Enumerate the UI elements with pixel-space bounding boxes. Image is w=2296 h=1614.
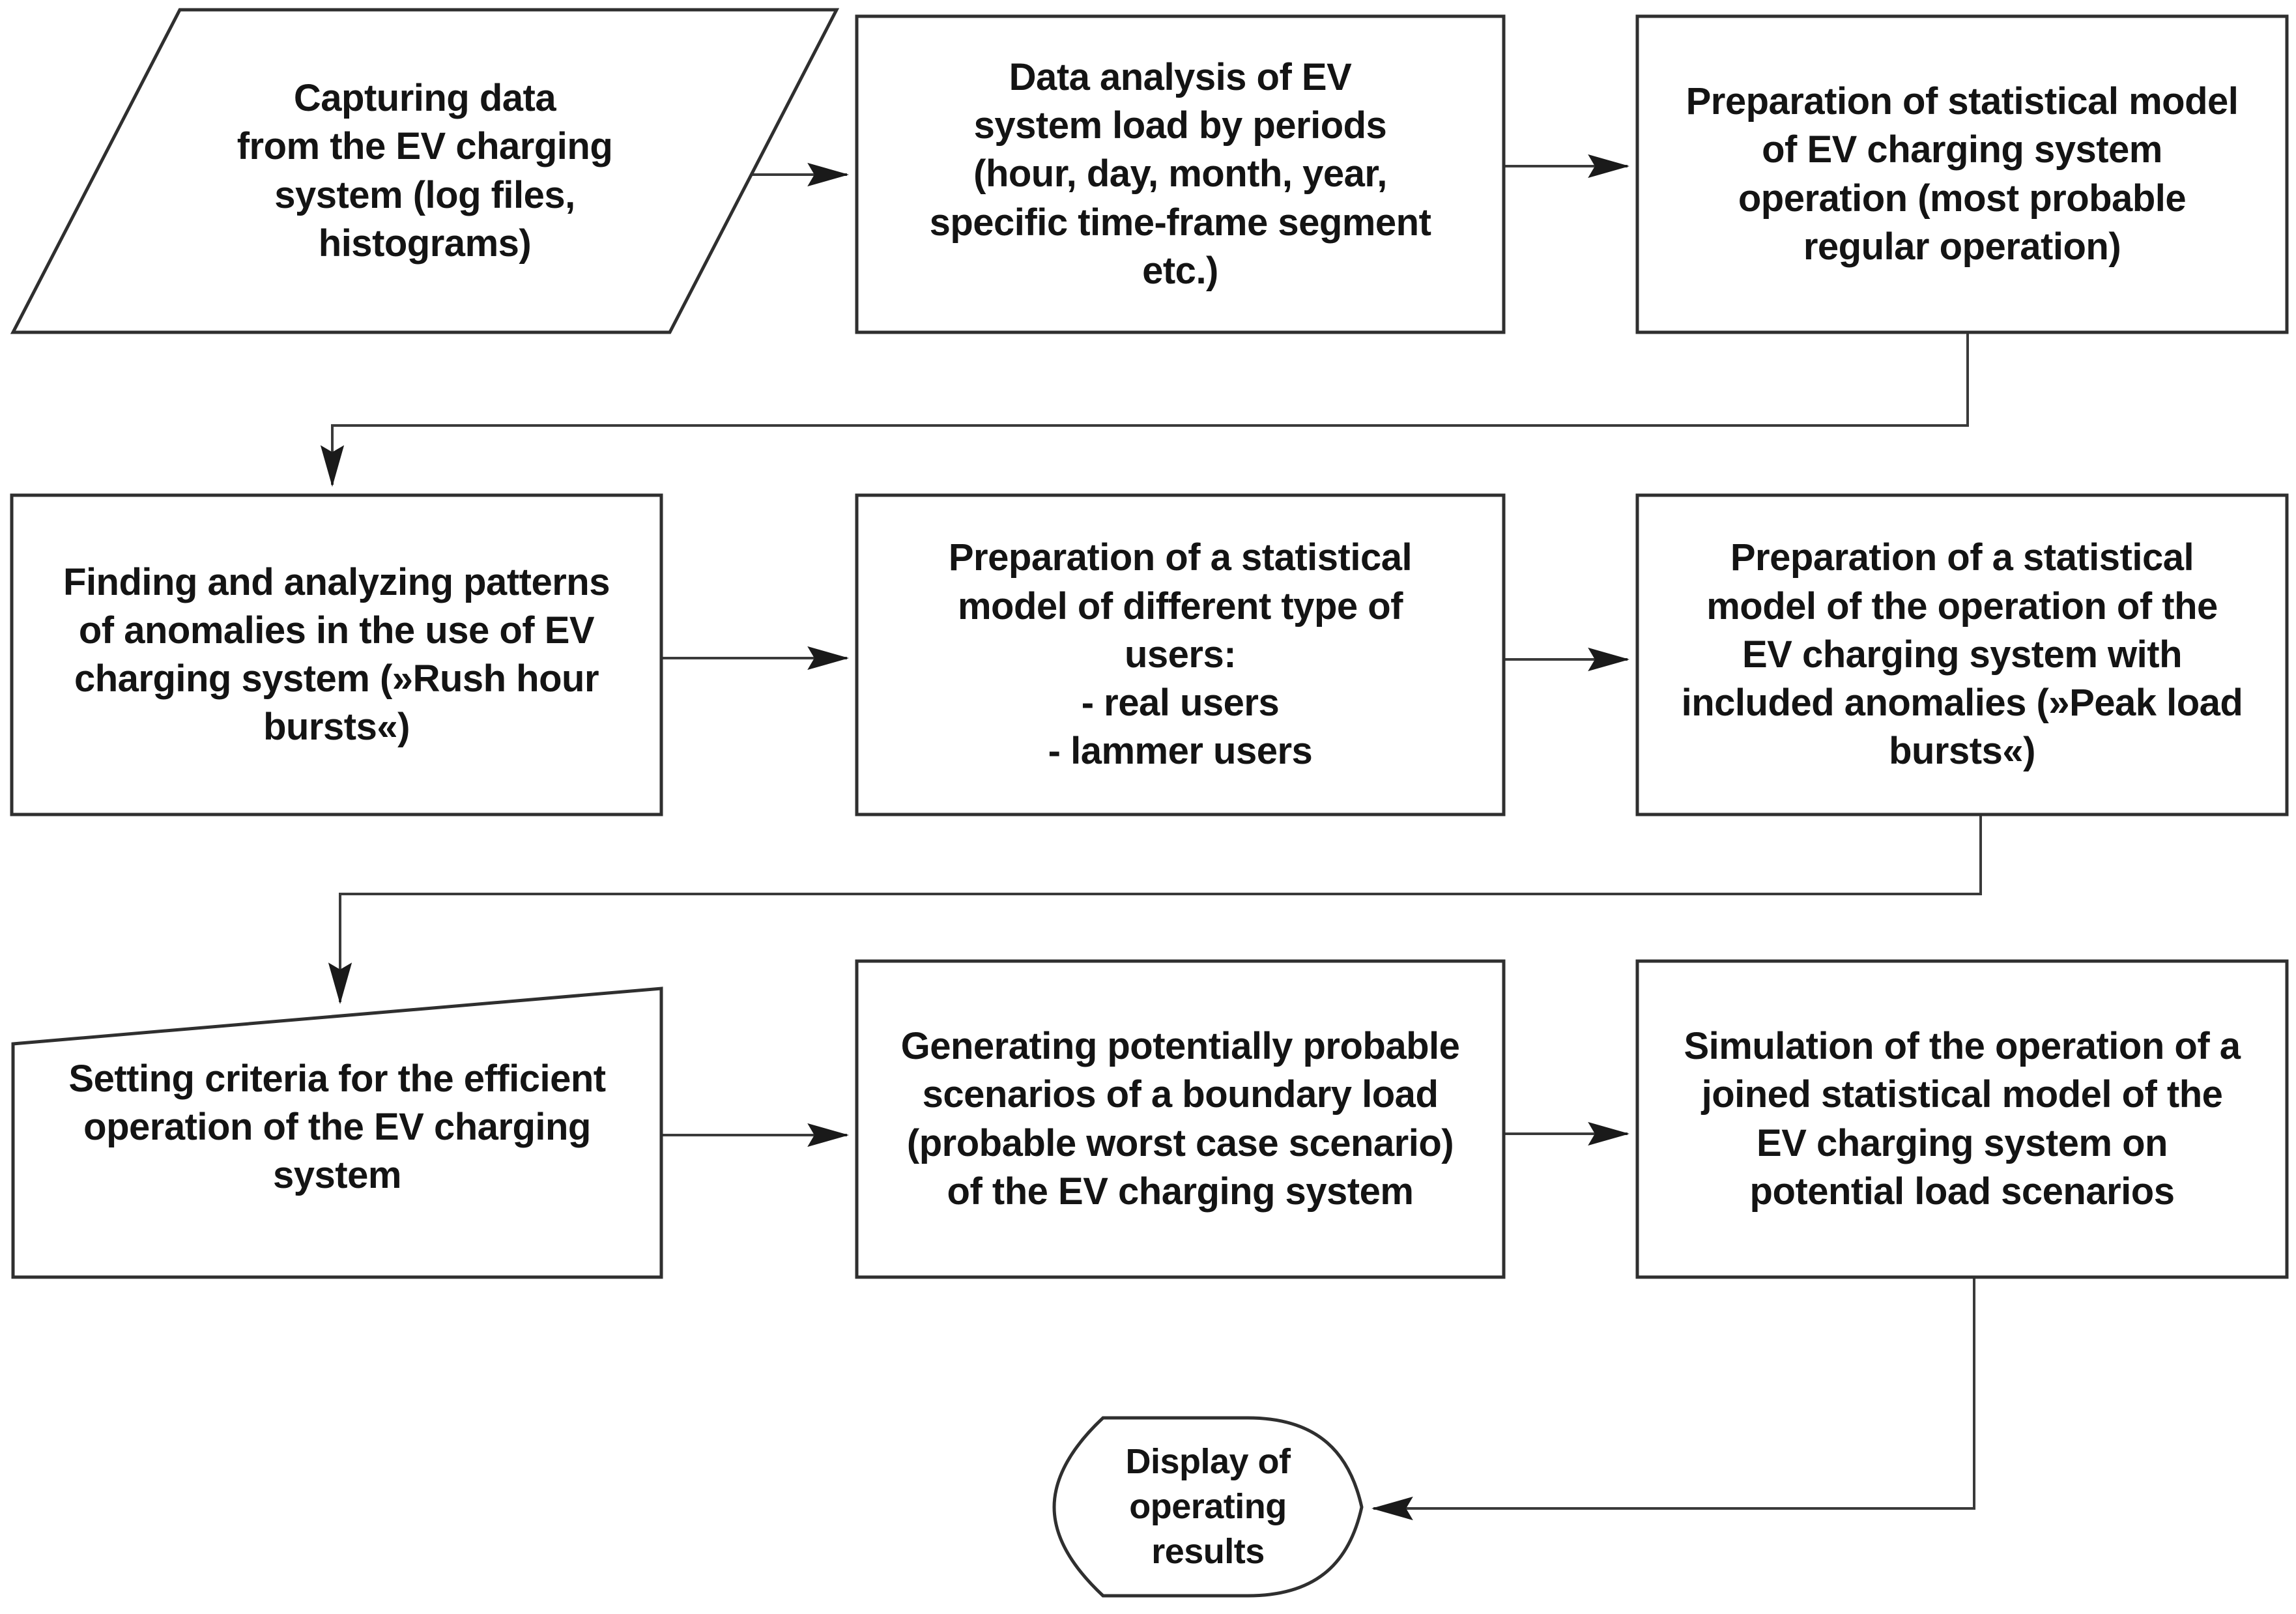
data-analysis-shape <box>855 14 1506 334</box>
simulation-shape <box>1635 959 2289 1279</box>
stat-model-regular-label: Preparation of statistical model of EV c… <box>1686 80 2239 268</box>
anomaly-model-shape <box>1635 493 2289 816</box>
display-results-shape <box>1052 1416 1364 1598</box>
edge-anomalymodel-to-criteria <box>328 816 1982 1005</box>
efficiency-criteria-shape <box>11 987 663 1279</box>
efficiency-criteria-label: Setting criteria for the efficient opera… <box>68 1057 606 1197</box>
edge-simulation-to-display <box>1371 1278 1975 1521</box>
capture-data-shape <box>10 8 840 334</box>
boundary-scenarios-label: Generating potentially probable scenario… <box>900 1025 1460 1213</box>
anomaly-patterns-shape <box>10 493 663 816</box>
anomaly-patterns-label: Finding and analyzing patterns of anomal… <box>63 560 610 749</box>
display-results-label: Display of operating results <box>1125 1441 1291 1572</box>
simulation-label: Simulation of the operation of a joined … <box>1684 1025 2241 1213</box>
boundary-scenarios-shape <box>855 959 1506 1279</box>
user-type-model-label: Preparation of a statistical model of di… <box>948 536 1413 773</box>
stat-model-regular-shape <box>1635 14 2289 334</box>
capture-data-label: Capturing data from the EV charging syst… <box>237 77 613 265</box>
data-analysis-label: Data analysis of EV system load by perio… <box>929 55 1431 292</box>
node-layer <box>10 8 2289 1598</box>
user-type-model-shape <box>855 493 1506 816</box>
edge-statmodel-to-patterns <box>320 334 1969 487</box>
edge-layer <box>320 154 1982 1521</box>
anomaly-model-label: Preparation of a statistical model of th… <box>1681 536 2243 773</box>
